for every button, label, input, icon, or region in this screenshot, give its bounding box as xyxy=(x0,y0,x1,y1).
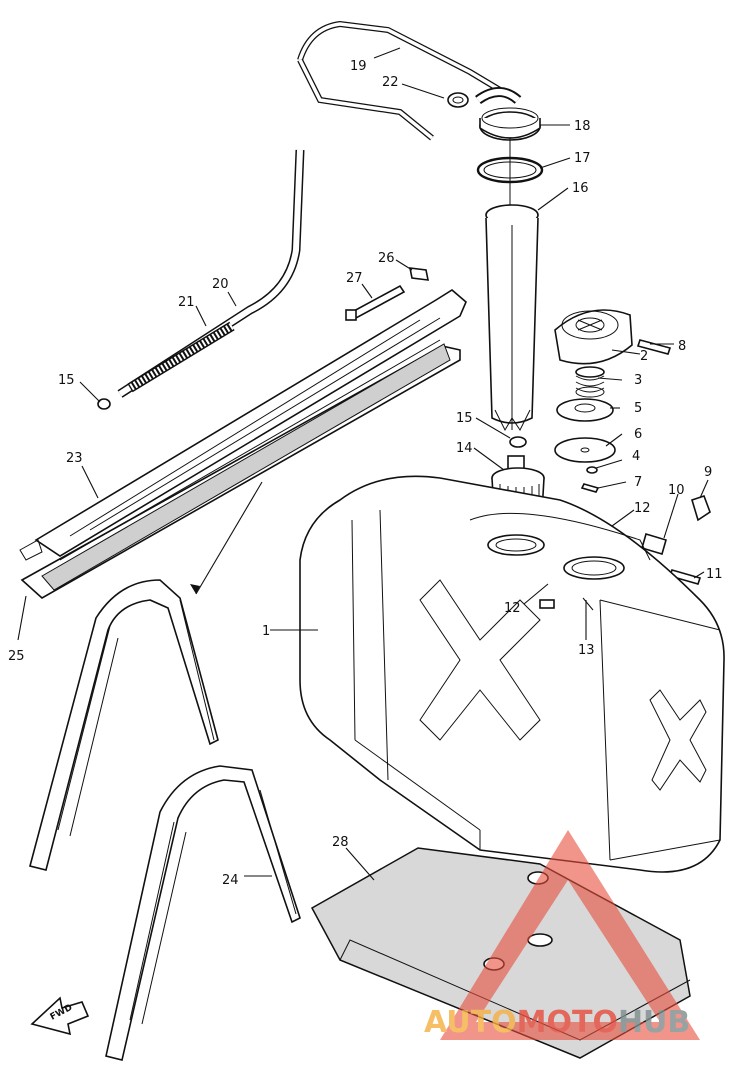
filler-cap-2 xyxy=(554,309,633,365)
callout-13: 13 xyxy=(578,643,595,658)
callout-15-upper: 15 xyxy=(456,411,473,426)
fuel-gauge-cap-18 xyxy=(475,87,541,141)
assembly-leader xyxy=(190,481,263,595)
callout-17: 17 xyxy=(574,151,591,166)
callout-24: 24 xyxy=(222,873,239,888)
callout-labels: 1 2 3 4 5 6 7 8 9 10 11 12 12 13 14 15 1… xyxy=(8,59,723,888)
callout-7: 7 xyxy=(634,475,642,490)
callout-12-lower: 12 xyxy=(504,601,521,616)
callout-4: 4 xyxy=(632,449,640,464)
callout-8: 8 xyxy=(678,339,686,354)
callout-2: 2 xyxy=(640,349,648,364)
callout-14: 14 xyxy=(456,441,473,456)
callout-6: 6 xyxy=(634,427,642,442)
pin-8 xyxy=(636,339,672,355)
callout-11: 11 xyxy=(706,567,723,582)
callout-22: 22 xyxy=(382,75,399,90)
callout-5: 5 xyxy=(634,401,642,416)
forward-direction-arrow: FWD xyxy=(30,996,90,1036)
callout-27: 27 xyxy=(346,271,363,286)
callout-3: 3 xyxy=(634,373,642,388)
screw-4 xyxy=(586,466,598,474)
spring-guard-21 xyxy=(127,321,235,393)
callout-9: 9 xyxy=(704,465,712,480)
callout-28: 28 xyxy=(332,835,349,850)
fuel-hose-20 xyxy=(117,149,305,398)
bracket-9 xyxy=(691,494,711,522)
svg-text:AUTOMOTOHUB: AUTOMOTOHUB xyxy=(424,1005,690,1040)
fuel-tank-1 xyxy=(299,475,725,873)
clip-15-upper xyxy=(509,436,527,448)
callout-16: 16 xyxy=(572,181,589,196)
packing-6 xyxy=(554,437,616,463)
callout-10: 10 xyxy=(668,483,685,498)
watermark-hub: HUB xyxy=(618,1005,690,1040)
callout-19: 19 xyxy=(350,59,367,74)
callout-26: 26 xyxy=(378,251,395,266)
automotohub-watermark: AUTOMOTOHUB xyxy=(424,830,700,1040)
callout-23: 23 xyxy=(66,451,83,466)
vent-hose-19 xyxy=(297,20,502,141)
leader-lines xyxy=(17,47,709,881)
callout-12-upper: 12 xyxy=(634,501,651,516)
valve-5 xyxy=(556,398,614,422)
frame-bracket-upper xyxy=(29,579,219,871)
nut-26 xyxy=(408,267,430,281)
tank-strap-23 xyxy=(19,289,467,561)
strap-band-25 xyxy=(20,339,461,599)
callout-18: 18 xyxy=(574,119,591,134)
fuel-gauge-tube-16 xyxy=(485,138,539,432)
watermark-auto: AUTO xyxy=(424,1005,517,1040)
callout-21: 21 xyxy=(178,295,195,310)
hose-clamp-22 xyxy=(447,92,469,108)
bolt-27 xyxy=(345,284,406,321)
callout-25: 25 xyxy=(8,649,25,664)
spring-3 xyxy=(575,366,605,398)
clip-15-lower xyxy=(97,398,111,410)
callout-20: 20 xyxy=(212,277,229,292)
watermark-triangle-logo xyxy=(440,830,700,1040)
screw-7 xyxy=(580,483,600,493)
callout-15-lower: 15 xyxy=(58,373,75,388)
frame-bracket-24 xyxy=(105,765,301,1061)
bracket-10 xyxy=(641,533,667,555)
watermark-moto: MOTO xyxy=(517,1005,618,1040)
callout-1: 1 xyxy=(262,624,270,639)
